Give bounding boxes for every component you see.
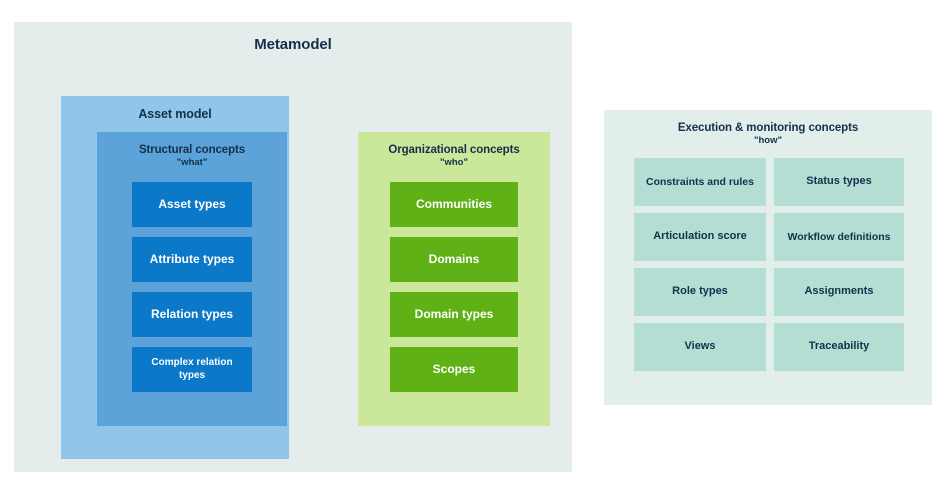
card-role-types[interactable]: Role types	[634, 268, 766, 316]
card-views[interactable]: Views	[634, 323, 766, 371]
card-traceability[interactable]: Traceability	[774, 323, 904, 371]
structural-concepts-title: Structural concepts	[138, 144, 246, 156]
card-asset-types[interactable]: Asset types	[132, 182, 252, 227]
card-articulation-score[interactable]: Articulation score	[634, 213, 766, 261]
card-constraints-and-rules[interactable]: Constraints and rules	[634, 158, 766, 206]
execution-monitoring-panel: Execution & monitoring concepts "how" Co…	[604, 110, 932, 405]
metamodel-title: Metamodel	[254, 36, 332, 53]
organizational-concepts-panel: Organizational concepts "who" Communitie…	[358, 132, 550, 426]
organizational-concepts-subtitle: "who"	[439, 157, 468, 168]
asset-model-title: Asset model	[138, 107, 212, 121]
card-workflow-definitions[interactable]: Workflow definitions	[774, 213, 904, 261]
card-relation-types[interactable]: Relation types	[132, 292, 252, 337]
execution-monitoring-title: Execution & monitoring concepts	[677, 122, 859, 134]
card-attribute-types[interactable]: Attribute types	[132, 237, 252, 282]
card-domains[interactable]: Domains	[390, 237, 518, 282]
metamodel-panel: Metamodel Asset model Structural concept…	[14, 22, 572, 472]
execution-monitoring-subtitle: "how"	[753, 135, 782, 146]
card-complex-relation-types[interactable]: Complex relation types	[132, 347, 252, 392]
card-assignments[interactable]: Assignments	[774, 268, 904, 316]
card-scopes[interactable]: Scopes	[390, 347, 518, 392]
structural-concepts-panel: Structural concepts "what" Asset types A…	[97, 132, 287, 426]
organizational-concepts-title: Organizational concepts	[388, 144, 520, 156]
structural-concepts-subtitle: "what"	[176, 157, 208, 168]
execution-monitoring-heading: Execution & monitoring concepts "how"	[604, 122, 932, 146]
card-communities[interactable]: Communities	[390, 182, 518, 227]
organizational-concepts-heading: Organizational concepts "who"	[358, 144, 550, 168]
structural-concepts-heading: Structural concepts "what"	[97, 144, 287, 168]
card-status-types[interactable]: Status types	[774, 158, 904, 206]
card-domain-types[interactable]: Domain types	[390, 292, 518, 337]
